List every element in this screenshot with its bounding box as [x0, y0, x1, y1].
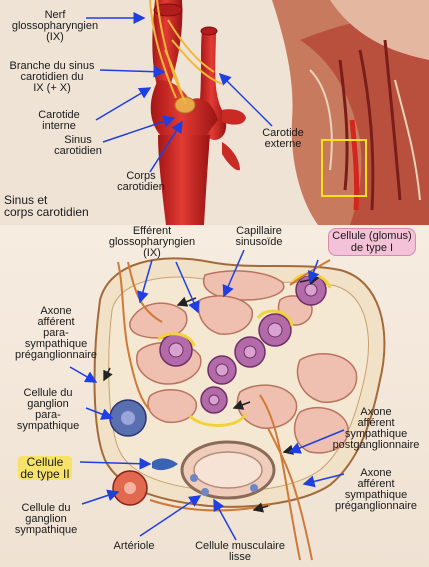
type-ii-cells-yellow-sheath — [156, 272, 332, 427]
label-efferent-glossopharyngien: Efférent glossopharyngien (IX) — [108, 225, 196, 259]
label-cellule-glomus-text: Cellule (glomus) de type I — [328, 228, 416, 256]
label-carotide-externe: Carotide externe — [262, 127, 304, 150]
carotid-bifurcation-highlight-box — [321, 139, 367, 197]
label-axone-afferent-sympathique-pre: Axone afférent sympathique préganglionna… — [335, 467, 417, 512]
label-nerf-glossopharyngien: Nerf glossopharyngien (IX) — [11, 9, 99, 43]
label-cellule-musculaire-lisse: Cellule musculaire lisse — [195, 540, 285, 563]
parasympathetic-ganglion-nucleus — [121, 411, 135, 425]
carotid-body-schematic — [93, 257, 386, 561]
label-cellule-ganglion-sympathique: Cellule du ganglion sympathique — [14, 502, 78, 536]
label-carotide-interne: Carotide interne — [38, 109, 80, 132]
sympathetic-ganglion-cell — [112, 470, 148, 506]
arteriole — [180, 440, 276, 500]
label-arteriole: Artériole — [113, 540, 155, 552]
carotid-artery-illustration — [149, 0, 246, 225]
label-cellule-ganglion-parasympathique: Cellule du ganglion para- sympathique — [16, 387, 80, 432]
label-cellule-type-ii-text: Cellule de type II — [18, 455, 72, 481]
label-branche-sinus-carotidien: Branche du sinus carotidien du IX (+ X) — [9, 60, 95, 94]
label-axone-afferent-parasympathique: Axone afférent para- sympathique prégang… — [15, 305, 97, 361]
label-axone-afferent-sympathique-post: Axone afférent sympathique postganglionn… — [332, 406, 420, 451]
glomus-cell-nuclei — [168, 283, 318, 406]
neck-anatomy-illustration — [272, 0, 429, 226]
leader-arrows — [69, 12, 345, 541]
label-cellule-type-ii: Cellule de type II — [10, 456, 80, 481]
type-ii-cell-body — [152, 458, 178, 471]
label-corps-carotidien: Corps carotidien — [117, 170, 165, 193]
region-title-sinus-corps: Sinus et corps carotidien — [4, 193, 89, 219]
label-cellule-glomus-type-i: Cellule (glomus) de type I — [320, 228, 424, 256]
label-capillaire-sinusoide: Capillaire sinusoïde — [235, 225, 283, 248]
label-sinus-carotidien: Sinus carotidien — [54, 134, 102, 157]
